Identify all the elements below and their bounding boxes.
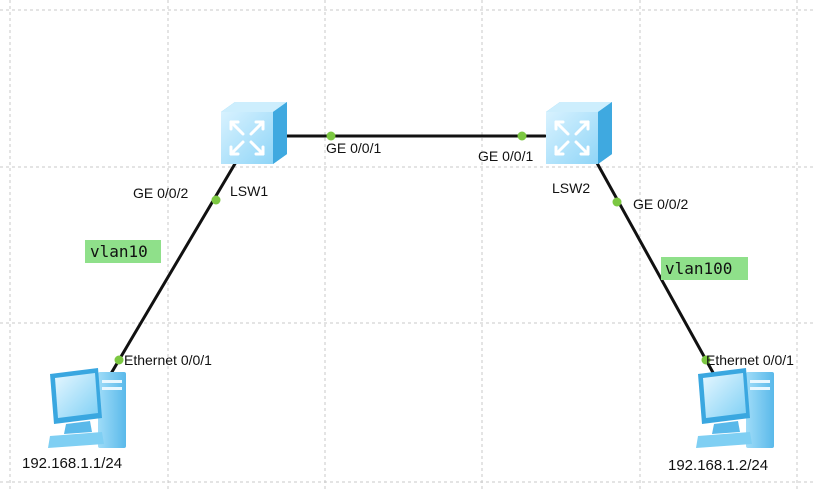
- port-dot-pc1-eth001[interactable]: [114, 355, 124, 365]
- switch-icon: [546, 102, 612, 164]
- pc-icon: [48, 368, 126, 448]
- vlan-tag-label: vlan10: [90, 242, 148, 261]
- pc-2[interactable]: 192.168.1.2/24: [668, 368, 774, 474]
- port-label-lsw2-ge001: GE 0/0/1: [478, 148, 533, 164]
- pc-icon: [696, 368, 774, 448]
- vlan-tag-right: vlan100: [661, 257, 748, 280]
- port-label-lsw1-ge001: GE 0/0/1: [326, 140, 381, 156]
- switch-label-lsw1: LSW1: [230, 183, 268, 199]
- port-dot-lsw1-ge001[interactable]: [326, 131, 336, 141]
- port-dot-lsw2-ge001[interactable]: [517, 131, 527, 141]
- port-dot-lsw2-ge002[interactable]: [612, 197, 622, 207]
- switch-label-lsw2: LSW2: [552, 180, 590, 196]
- port-dot-lsw1-ge002[interactable]: [211, 195, 221, 205]
- port-labels: GE 0/0/1 GE 0/0/1 GE 0/0/2 GE 0/0/2 Ethe…: [124, 140, 794, 368]
- switch-icon: [221, 102, 287, 164]
- port-dots: [114, 131, 711, 365]
- pc-ip-label: 192.168.1.2/24: [668, 457, 768, 474]
- vlan-tag-background: [85, 240, 161, 263]
- vlan-tag-left: vlan10: [85, 240, 161, 263]
- switch-lsw1[interactable]: LSW1: [221, 102, 287, 199]
- pc-ip-label: 192.168.1.1/24: [22, 455, 122, 472]
- vlan-tag-label: vlan100: [665, 259, 732, 278]
- port-label-lsw2-ge002: GE 0/0/2: [633, 196, 688, 212]
- pc-1[interactable]: 192.168.1.1/24: [22, 368, 126, 472]
- port-label-pc1-eth001: Ethernet 0/0/1: [124, 352, 212, 368]
- vlan-tag-background: [661, 257, 748, 280]
- switch-lsw2[interactable]: LSW2: [546, 102, 612, 196]
- links: [104, 134, 718, 384]
- port-dot-pc2-eth001[interactable]: [701, 355, 711, 365]
- port-label-pc2-eth001: Ethernet 0/0/1: [706, 352, 794, 368]
- port-label-lsw1-ge002: GE 0/0/2: [133, 185, 188, 201]
